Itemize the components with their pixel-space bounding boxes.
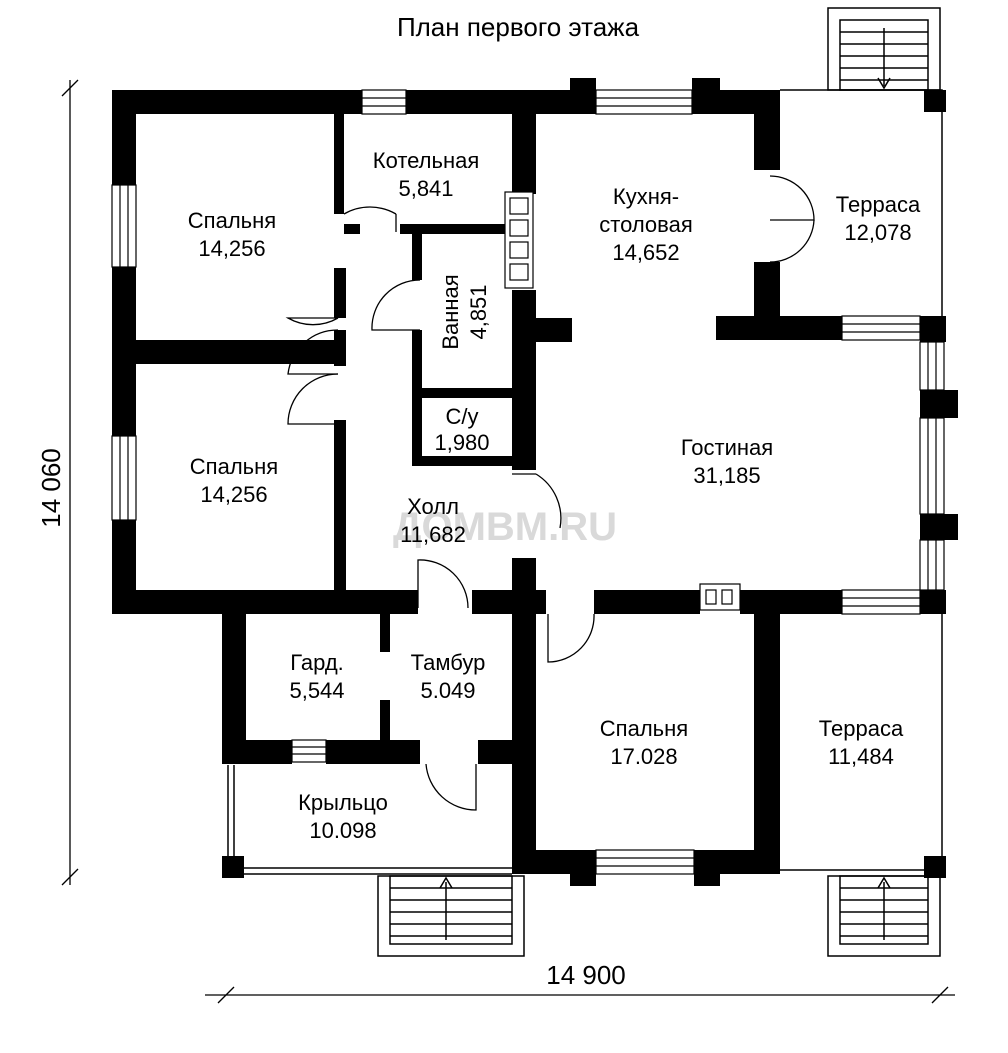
stair-top <box>827 7 941 91</box>
room-name-terrace-1: Терраса <box>836 192 921 217</box>
door-bedroom-3 <box>547 613 595 663</box>
window-living-right-2 <box>919 417 945 515</box>
door-bedroom-2 <box>287 373 339 425</box>
window-living-top <box>841 315 921 341</box>
room-name-boiler: Котельная <box>373 148 480 173</box>
room-name-bedroom-1: Спальня <box>188 208 276 233</box>
window-living-bottom <box>841 589 921 615</box>
room-area-living: 31,185 <box>693 463 760 488</box>
stair-bottom-right <box>827 875 941 957</box>
window-kitchen <box>595 89 693 115</box>
fixtures <box>504 191 741 611</box>
room-area-hall: 11,682 <box>400 522 466 547</box>
stair-porch <box>377 875 525 957</box>
door-hall <box>417 559 469 609</box>
plan-title: План первого этажа <box>397 12 640 42</box>
width-dimension: 14 900 <box>546 960 626 990</box>
room-name-porch: Крыльцо <box>298 790 388 815</box>
doors <box>285 175 815 811</box>
room-area-boiler: 5,841 <box>398 176 453 201</box>
room-area-terrace-2: 11,484 <box>828 744 894 769</box>
room-name-hall: Холл <box>407 494 459 519</box>
room-area-kitchen: 14,652 <box>612 240 679 265</box>
window-wardrobe <box>291 739 327 763</box>
room-name2-kitchen: столовая <box>599 212 693 237</box>
door-bedroom-1 <box>285 317 339 326</box>
door-vestibule <box>425 763 477 811</box>
room-labels: Спальня 14,256 Котельная 5,841 Кухня- ст… <box>188 148 921 843</box>
door-living <box>535 473 562 529</box>
window-bedroom-3 <box>595 849 695 875</box>
room-area-porch: 10.098 <box>309 818 376 843</box>
height-dimension: 14 060 <box>36 448 66 528</box>
room-name-bedroom-3: Спальня <box>600 716 688 741</box>
window-living-right-1 <box>919 341 945 391</box>
window-bedroom-2 <box>111 435 137 521</box>
room-name-bedroom-2: Спальня <box>190 454 278 479</box>
window-boiler <box>361 89 407 115</box>
room-name-living: Гостиная <box>681 435 773 460</box>
door-terrace-1 <box>769 175 815 221</box>
room-area-wardrobe: 5,544 <box>289 678 344 703</box>
room-name-vestibule: Тамбур <box>411 650 486 675</box>
room-area-wc: 1,980 <box>434 430 489 455</box>
room-name-bathroom: Ванная <box>438 274 463 349</box>
room-name-wc: С/у <box>446 404 479 429</box>
watermark: ДОМВМ.RU <box>393 505 617 549</box>
window-living-right-3 <box>919 539 945 591</box>
room-area-terrace-1: 12,078 <box>844 220 911 245</box>
room-area-vestibule: 5.049 <box>420 678 475 703</box>
windows <box>111 89 945 875</box>
room-area-bedroom-2: 14,256 <box>200 482 267 507</box>
walls <box>112 78 958 886</box>
room-name-terrace-2: Терраса <box>819 716 904 741</box>
room-name-kitchen: Кухня- <box>613 184 679 209</box>
window-bedroom-1 <box>111 184 137 268</box>
door-bathroom <box>371 279 421 331</box>
dimension-lines <box>61 79 955 1004</box>
room-name-wardrobe: Гард. <box>290 650 344 675</box>
room-area-bedroom-1: 14,256 <box>198 236 265 261</box>
door-boiler <box>343 206 397 215</box>
room-area-bathroom: 4,851 <box>466 284 491 339</box>
room-area-bedroom-3: 17.028 <box>610 744 677 769</box>
